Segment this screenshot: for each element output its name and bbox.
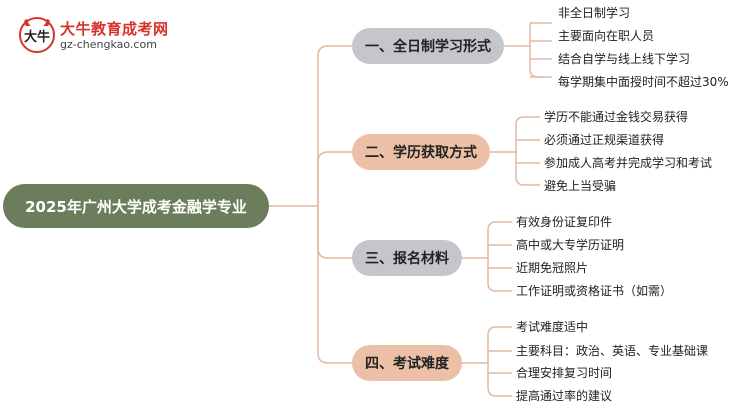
branch-label: 三、报名材料	[365, 251, 449, 267]
branch-label: 二、学历获取方式	[365, 145, 477, 161]
leaf-item: 有效身份证复印件	[516, 215, 613, 229]
branch-label: 四、考试难度	[365, 356, 449, 372]
leaf-item: 每学期集中面授时间不超过30%	[558, 75, 729, 89]
branch-node-degree-method: 二、学历获取方式	[352, 134, 490, 170]
logo-site-name: 大牛教育成考网	[60, 20, 169, 38]
leaf-item: 考试难度适中	[516, 320, 589, 334]
leaf-item: 工作证明或资格证书（如需）	[516, 284, 673, 298]
bull-logo-icon: 大牛	[19, 17, 55, 53]
leaf-item: 结合自学与线上线下学习	[558, 52, 691, 66]
leaf-item: 近期免冠照片	[516, 261, 589, 275]
branch-node-exam-difficulty: 四、考试难度	[352, 345, 462, 381]
leaf-item: 高中或大专学历证明	[516, 238, 625, 252]
root-label: 2025年广州大学成考金融学专业	[25, 197, 247, 216]
leaf-item: 必须通过正规渠道获得	[544, 133, 665, 147]
branch-label: 一、全日制学习形式	[365, 39, 491, 55]
leaf-item: 参加成人高考并完成学习和考试	[544, 156, 713, 170]
leaf-item: 非全日制学习	[558, 6, 631, 20]
leaf-item: 主要科目：政治、英语、专业基础课	[516, 344, 709, 358]
leaf-item: 提高通过率的建议	[516, 389, 613, 403]
leaf-item: 合理安排复习时间	[516, 366, 613, 380]
leaf-item: 学历不能通过金钱交易获得	[544, 110, 689, 124]
root-node: 2025年广州大学成考金融学专业	[3, 184, 269, 228]
leaf-item: 主要面向在职人员	[558, 29, 655, 43]
branch-node-application-materials: 三、报名材料	[352, 240, 462, 276]
logo-mark-text: 大牛	[24, 29, 50, 45]
leaf-item: 避免上当受骗	[544, 179, 617, 193]
site-logo[interactable]: 大牛 大牛教育成考网 gz-chengkao.com	[18, 16, 188, 56]
logo-site-url: gz-chengkao.com	[60, 38, 157, 51]
branch-node-study-format: 一、全日制学习形式	[352, 28, 504, 64]
